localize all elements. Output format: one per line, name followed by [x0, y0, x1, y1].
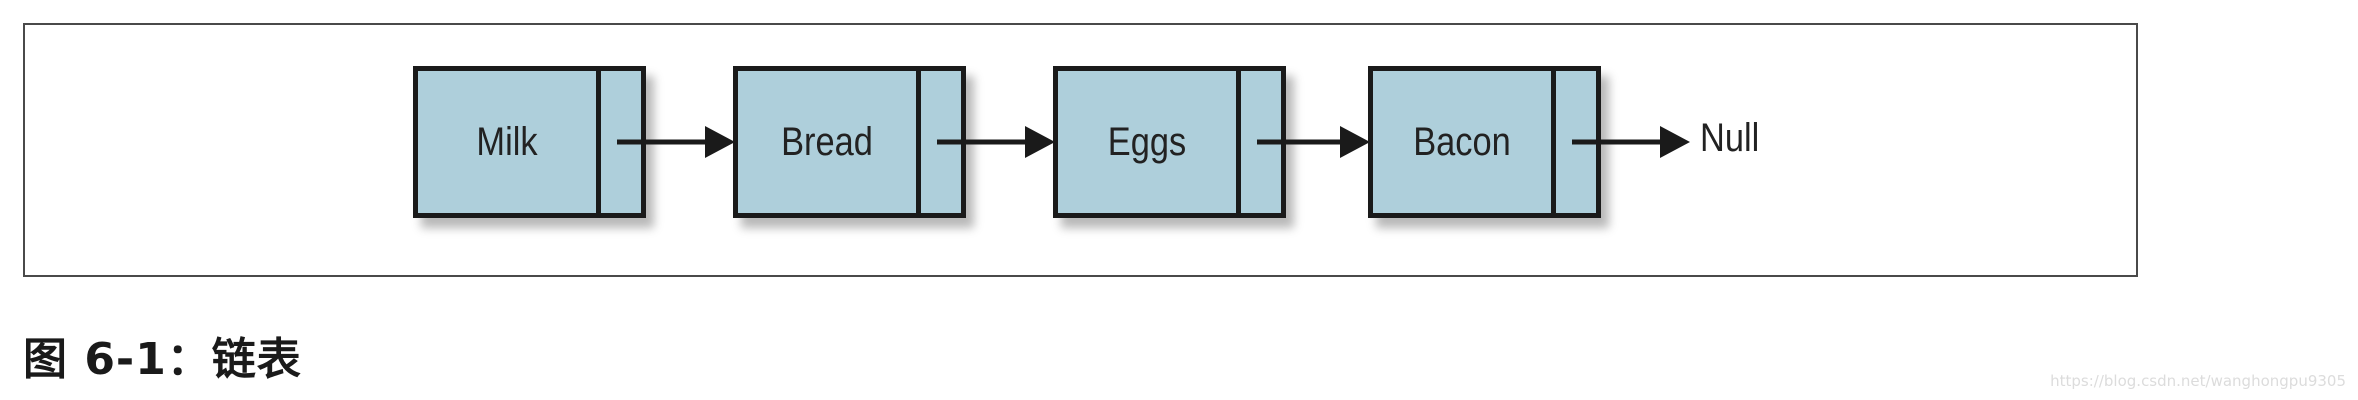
- node-label: Milk: [476, 119, 538, 164]
- figure-caption: 图 6-1：链表: [23, 334, 302, 385]
- node-label: Bread: [781, 119, 873, 164]
- watermark: https://blog.csdn.net/wanghongpu9305: [2050, 372, 2346, 390]
- list-node: Milk: [413, 66, 646, 218]
- node-pointer-divider: [596, 71, 601, 213]
- node-pointer-divider: [1236, 71, 1241, 213]
- list-node: Bread: [733, 66, 966, 218]
- null-terminal-label: Null: [1700, 116, 1760, 160]
- node-label: Eggs: [1107, 119, 1187, 164]
- list-node: Eggs: [1053, 66, 1286, 218]
- node-pointer-divider: [1551, 71, 1556, 213]
- node-pointer-divider: [916, 71, 921, 213]
- list-node: Bacon: [1368, 66, 1601, 218]
- node-label: Bacon: [1413, 119, 1511, 164]
